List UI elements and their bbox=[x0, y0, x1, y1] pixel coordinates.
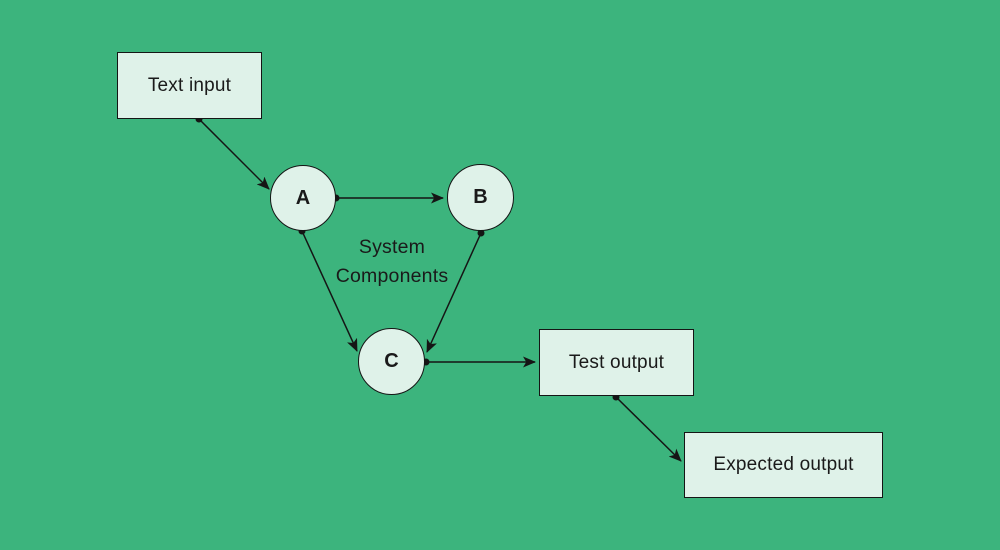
system-components-label: System Components bbox=[299, 233, 485, 291]
node-c-label: C bbox=[384, 350, 399, 372]
node-test-output: Test output bbox=[539, 329, 694, 396]
system-components-line2: Components bbox=[335, 265, 449, 287]
edge-a-to-c bbox=[298, 227, 358, 352]
node-a: A bbox=[270, 165, 336, 231]
node-text-input: Text input bbox=[117, 52, 262, 119]
node-a-label: A bbox=[295, 186, 311, 209]
node-b: B bbox=[447, 164, 514, 231]
system-components-line1: System bbox=[358, 236, 426, 258]
edge-b-to-c bbox=[426, 229, 485, 353]
edge-text-input-to-a bbox=[195, 115, 270, 190]
node-expected-output: Expected output bbox=[684, 432, 883, 498]
node-expected-output-label: Expected output bbox=[713, 454, 854, 475]
node-c: C bbox=[358, 328, 425, 395]
node-text-input-label: Text input bbox=[147, 74, 232, 96]
node-test-output-label: Test output bbox=[568, 351, 665, 373]
edge-test-output-to-expected-output bbox=[612, 393, 682, 462]
node-b-label: B bbox=[473, 186, 488, 208]
